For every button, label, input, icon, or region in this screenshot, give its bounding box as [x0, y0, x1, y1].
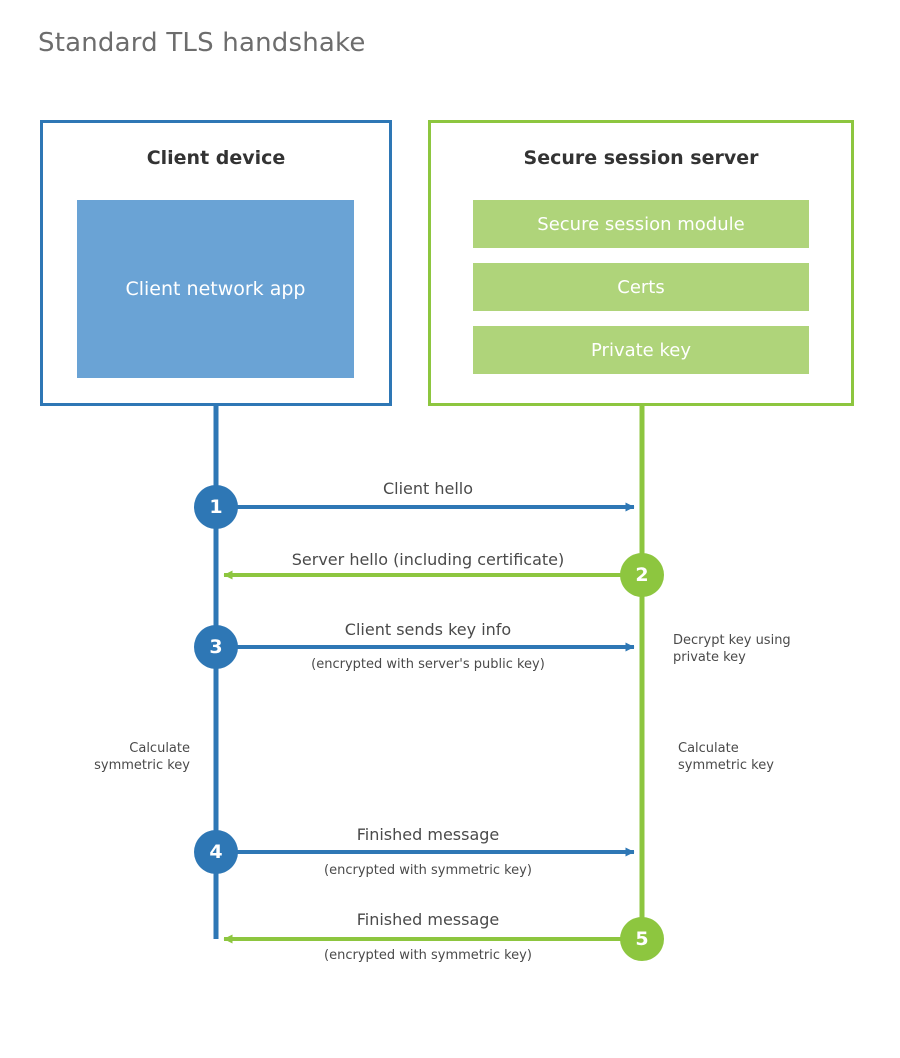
secure-session-server-box: Secure session server Secure session mod…	[428, 120, 854, 406]
server-module-private-key: Private key	[473, 326, 809, 374]
step-5-sublabel: (encrypted with symmetric key)	[324, 948, 532, 963]
step-circle-4[interactable]: 4	[194, 830, 238, 874]
step-circle-5[interactable]: 5	[620, 917, 664, 961]
step-3-sublabel: (encrypted with server's public key)	[311, 657, 545, 672]
server-module-certs: Certs	[473, 263, 809, 311]
step-2-label: Server hello (including certificate)	[291, 550, 565, 569]
step-circle-1[interactable]: 1	[194, 485, 238, 529]
step-1-label: Client hello	[382, 479, 474, 498]
note-calculate-symmetric-key-client: Calculate symmetric key	[94, 741, 190, 773]
step-circle-3[interactable]: 3	[194, 625, 238, 669]
step-3-label: Client sends key info	[344, 620, 512, 639]
note-calculate-symmetric-key-server: Calculate symmetric key	[678, 741, 774, 773]
step-5-label: Finished message	[356, 910, 500, 929]
step-4-sublabel: (encrypted with symmetric key)	[324, 863, 532, 878]
client-network-app-block: Client network app	[77, 200, 354, 378]
step-4-label: Finished message	[356, 825, 500, 844]
client-device-title: Client device	[146, 147, 286, 169]
server-module-secure-session-module: Secure session module	[473, 200, 809, 248]
step-circle-2[interactable]: 2	[620, 553, 664, 597]
secure-session-server-title: Secure session server	[523, 147, 759, 169]
note-decrypt-key: Decrypt key using private key	[673, 633, 791, 665]
client-device-box: Client device Client network app	[40, 120, 392, 406]
page-title: Standard TLS handshake	[38, 28, 366, 58]
